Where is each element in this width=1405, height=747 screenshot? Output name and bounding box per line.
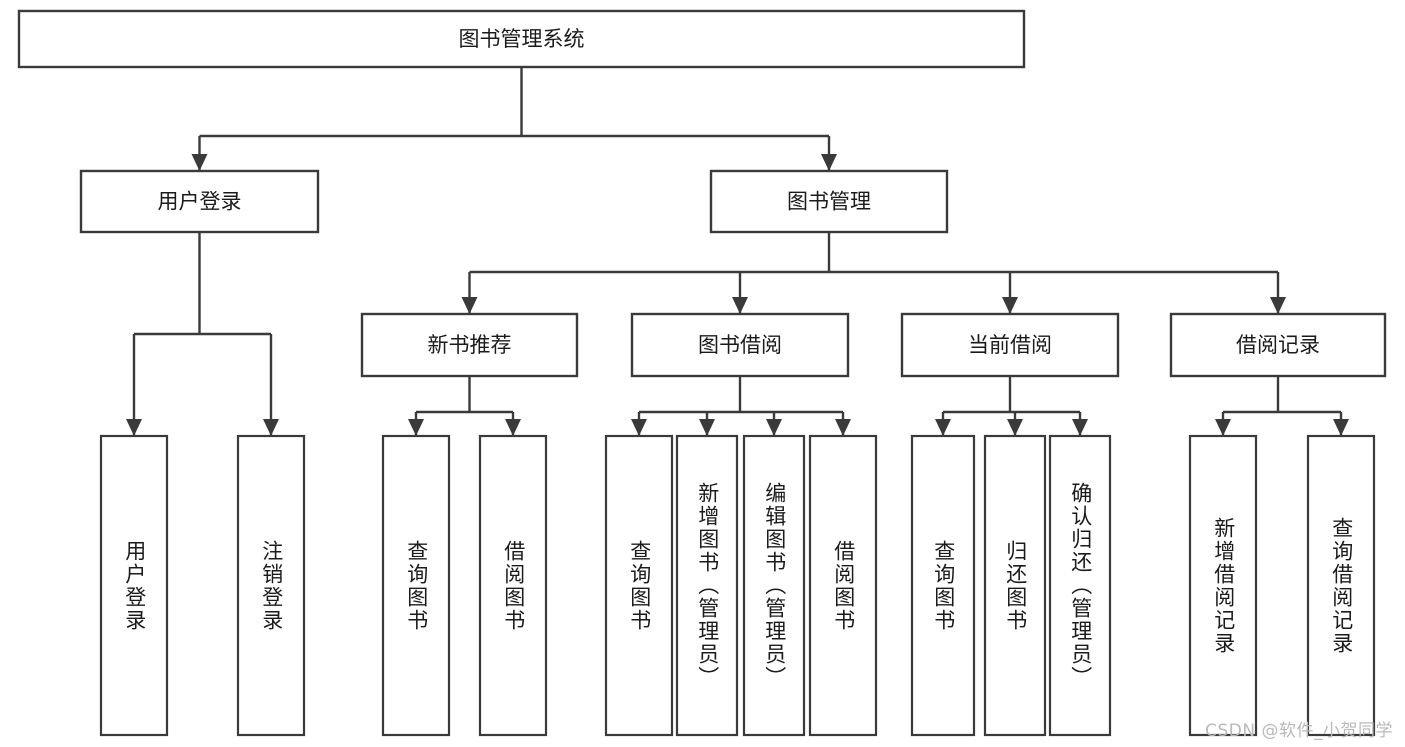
arrow-head-icon-root-branch-1 — [821, 154, 837, 171]
leaf-box-8[interactable] — [910, 434, 976, 737]
arrow-head-icon-leaf-借阅记录-1 — [1333, 419, 1349, 436]
leaf-box-6[interactable] — [742, 434, 806, 737]
node-box-level2-0[interactable] — [79, 169, 320, 234]
leaf-box-12[interactable] — [1306, 434, 1376, 737]
node-box-level3-3[interactable] — [1169, 312, 1387, 378]
leaf-box-0[interactable] — [99, 434, 169, 737]
arrow-head-icon-leaf-当前借阅-1 — [1007, 419, 1023, 436]
arrow-head-icon-leaf-图书借阅-0 — [631, 419, 647, 436]
leaf-box-1[interactable] — [236, 434, 306, 737]
leaf-box-9[interactable] — [983, 434, 1047, 737]
node-label-level3-1: 图书借阅 — [698, 333, 782, 357]
arrow-head-icon-level3-branch-3 — [1270, 297, 1286, 314]
leaf-box-5[interactable] — [675, 434, 739, 737]
leaf-box-2[interactable] — [381, 434, 451, 737]
arrow-head-icon-root-branch-0 — [191, 154, 208, 171]
arrow-head-icon-level3-branch-2 — [1002, 297, 1018, 314]
arrow-head-icon-leaf-新书推荐-1 — [505, 419, 521, 436]
node-box-level3-2[interactable] — [900, 312, 1120, 378]
arrow-head-icon-leaf-当前借阅-2 — [1072, 419, 1088, 436]
node-label-level2-0: 用户登录 — [158, 190, 242, 214]
node-label-level2-1: 图书管理 — [787, 190, 871, 214]
arrow-head-icon-leaf-图书借阅-3 — [835, 419, 851, 436]
leaf-box-7[interactable] — [808, 434, 878, 737]
node-label-level3-3: 借阅记录 — [1236, 333, 1320, 357]
arrow-head-icon-leaf-新书推荐-0 — [408, 419, 424, 436]
node-boxes-group — [17, 9, 1387, 737]
arrow-head-icon-level3-branch-1 — [732, 297, 748, 314]
connector-lines-group — [126, 67, 1349, 436]
node-box-level3-0[interactable] — [360, 312, 579, 378]
leaf-box-10[interactable] — [1048, 434, 1112, 737]
node-label-level3-0: 新书推荐 — [428, 333, 512, 357]
node-box-level2-1[interactable] — [709, 169, 949, 234]
leaf-box-3[interactable] — [478, 434, 548, 737]
arrow-head-icon-leaf-图书借阅-1 — [699, 419, 715, 436]
node-box-root[interactable] — [17, 9, 1026, 69]
arrow-head-icon-leaf-当前借阅-0 — [935, 419, 951, 436]
arrow-head-icon-leaf-图书借阅-2 — [766, 419, 782, 436]
leaf-box-11[interactable] — [1188, 434, 1258, 737]
arrow-head-icon-level3-branch-0 — [461, 297, 478, 314]
arrow-head-icon-leaf-用户登录-1 — [263, 419, 279, 436]
node-label-root: 图书管理系统 — [459, 27, 585, 51]
leaf-box-4[interactable] — [604, 434, 674, 737]
node-box-level3-1[interactable] — [630, 312, 850, 378]
node-label-level3-2: 当前借阅 — [968, 333, 1052, 357]
arrow-head-icon-leaf-借阅记录-0 — [1215, 419, 1231, 436]
arrow-head-icon-leaf-用户登录-0 — [126, 419, 142, 436]
